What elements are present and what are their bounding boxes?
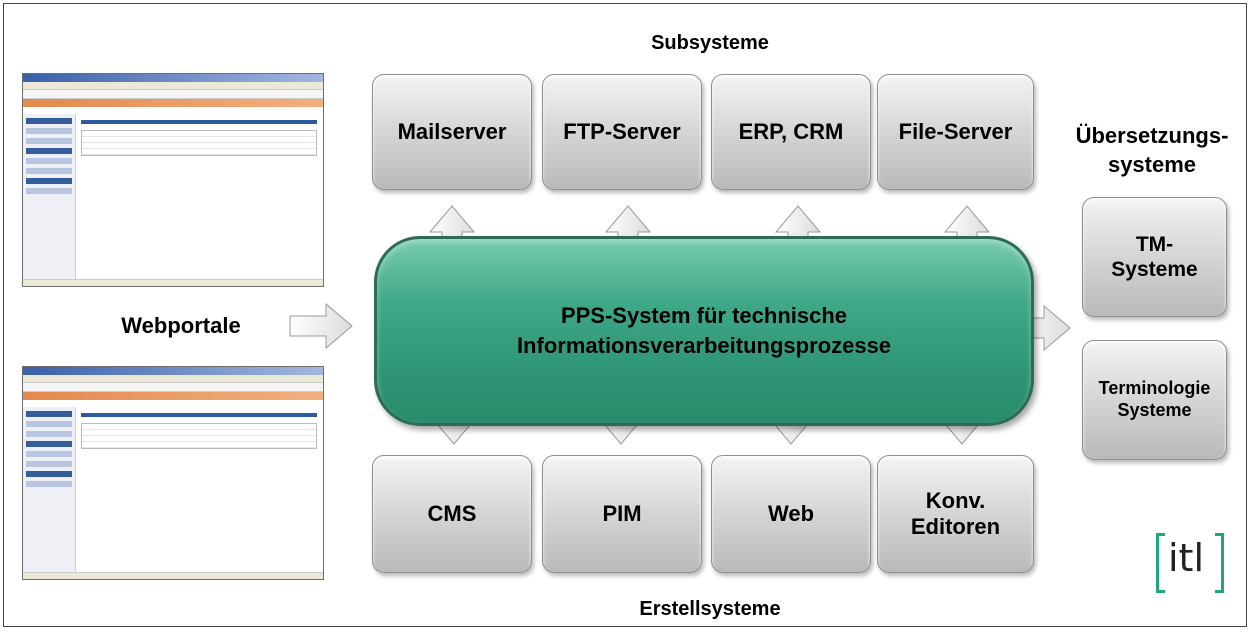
box-tm-systeme-line2: Systeme [1111,258,1198,281]
box-file-server: File-Server [877,74,1034,190]
main-pps-system-box: PPS-System für technische Informationsve… [374,236,1034,426]
uebersetzungssysteme-line2: systeme [1107,151,1197,177]
logo-bracket-left [1156,533,1165,593]
main-box-line1: PPS-System für technische [560,303,848,329]
logo-bracket-right [1215,533,1224,593]
box-terminologie-line1: Terminologie [1098,378,1211,399]
main-box-line2: Informationsverarbeitungsprozesse [516,333,892,358]
uebersetzungssysteme-label: Übersetzungs- systeme [1062,122,1242,179]
box-konv-editoren-line1: Konv. [925,487,986,513]
box-terminologie-line2: Systeme [1117,400,1192,420]
box-web: Web [711,455,871,573]
itl-logo: itl [1156,533,1224,595]
box-konv-editoren-line2: Editoren [910,514,1001,539]
box-erp-crm: ERP, CRM [711,74,871,190]
uebersetzungssysteme-line1: Übersetzungs- [1075,123,1229,148]
webportale-label: Webportale [121,313,241,338]
subsysteme-label: Subsysteme [651,32,769,54]
box-mailserver: Mailserver [372,74,532,190]
arrow-right-webportale [289,302,353,350]
webportal-screenshot-top [22,73,324,287]
box-terminologie-systeme: Terminologie Systeme [1082,340,1227,460]
box-tm-systeme: TM- Systeme [1082,197,1227,317]
box-tm-systeme-line1: TM- [1135,232,1174,256]
box-cms-line1: CMS [427,500,477,526]
box-web-line1: Web [767,500,815,526]
box-pim-line1: PIM [602,500,642,526]
box-konv-editoren: Konv. Editoren [877,455,1034,573]
box-pim: PIM [542,455,702,573]
box-cms: CMS [372,455,532,573]
erstellsysteme-label: Erstellsysteme [639,598,781,620]
logo-text: itl [1168,536,1205,580]
webportal-screenshot-bottom [22,366,324,580]
box-ftp-server: FTP-Server [542,74,702,190]
